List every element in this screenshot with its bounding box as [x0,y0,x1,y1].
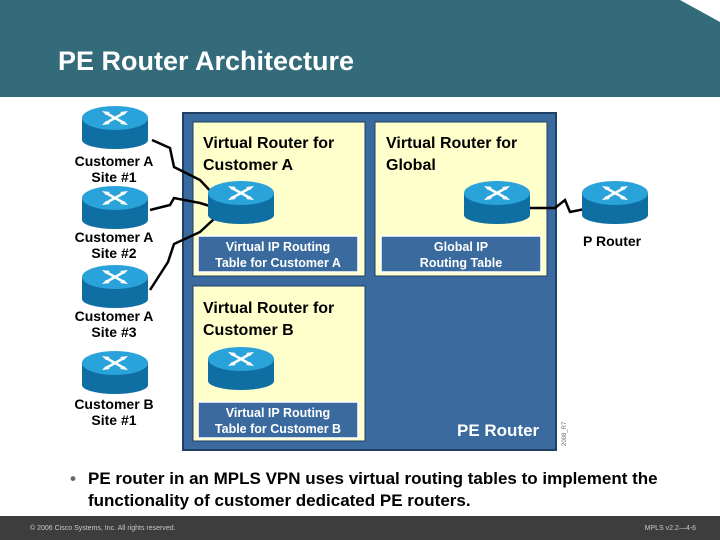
customer-label: Customer B [74,396,153,412]
vr-b-title: Virtual Router for [203,300,334,317]
router-icon [206,179,276,226]
bullet-text: PE router in an MPLS VPN uses virtual ro… [88,469,658,510]
router-icon [80,184,150,231]
link-a3 [148,217,216,291]
router-icon [206,345,276,392]
customer-label: Site #1 [91,412,136,428]
router-icon [80,104,150,151]
table-global-label: Routing Table [420,256,502,270]
router-icon [80,263,150,310]
vr-a-title: Virtual Router for [203,135,334,152]
p-router-label: P Router [583,233,642,249]
router-icon [580,179,650,226]
customer-label: Site #1 [91,169,136,185]
customer-label: Site #3 [91,324,136,340]
bullet-point: • PE router in an MPLS VPN uses virtual … [70,468,712,512]
copyright-text: © 2006 Cisco Systems, Inc. All rights re… [30,525,176,532]
vr-global-title: Global [386,157,436,174]
link-p [515,197,591,214]
table-a-label: Table for Customer A [215,256,341,270]
table-b-label: Table for Customer B [215,422,341,436]
routing-table-a [197,235,359,273]
routing-table-b [197,401,359,439]
customer-label: Customer A [75,153,154,169]
corner-shape [680,0,720,22]
pe-router-label: PE Router [457,421,540,440]
vr-global-title: Virtual Router for [386,135,517,152]
vr-a-title: Customer A [203,157,294,174]
course-code: MPLS v2.2—4-6 [644,525,696,532]
table-b-label: Virtual IP Routing [226,406,330,420]
routing-table-global [380,235,542,273]
link-a2 [149,196,214,212]
vr-b-title: Customer B [203,322,294,339]
bullet-icon: • [70,469,76,488]
image-id: 2008_R7 [562,421,568,446]
pe-router-diagram: Customer A Site #1 Customer A Site #2 Cu… [74,104,650,451]
footer-bar: © 2006 Cisco Systems, Inc. All rights re… [0,516,720,540]
router-icon [462,179,532,226]
customer-label: Customer A [75,229,154,245]
link-a1 [151,138,216,197]
customer-label: Site #2 [91,245,136,261]
title-bar: PE Router Architecture [0,0,720,97]
router-icon [80,349,150,396]
table-global-label: Global IP [434,240,488,254]
slide-title: PE Router Architecture [58,46,355,76]
table-a-label: Virtual IP Routing [226,240,330,254]
customer-label: Customer A [75,308,154,324]
